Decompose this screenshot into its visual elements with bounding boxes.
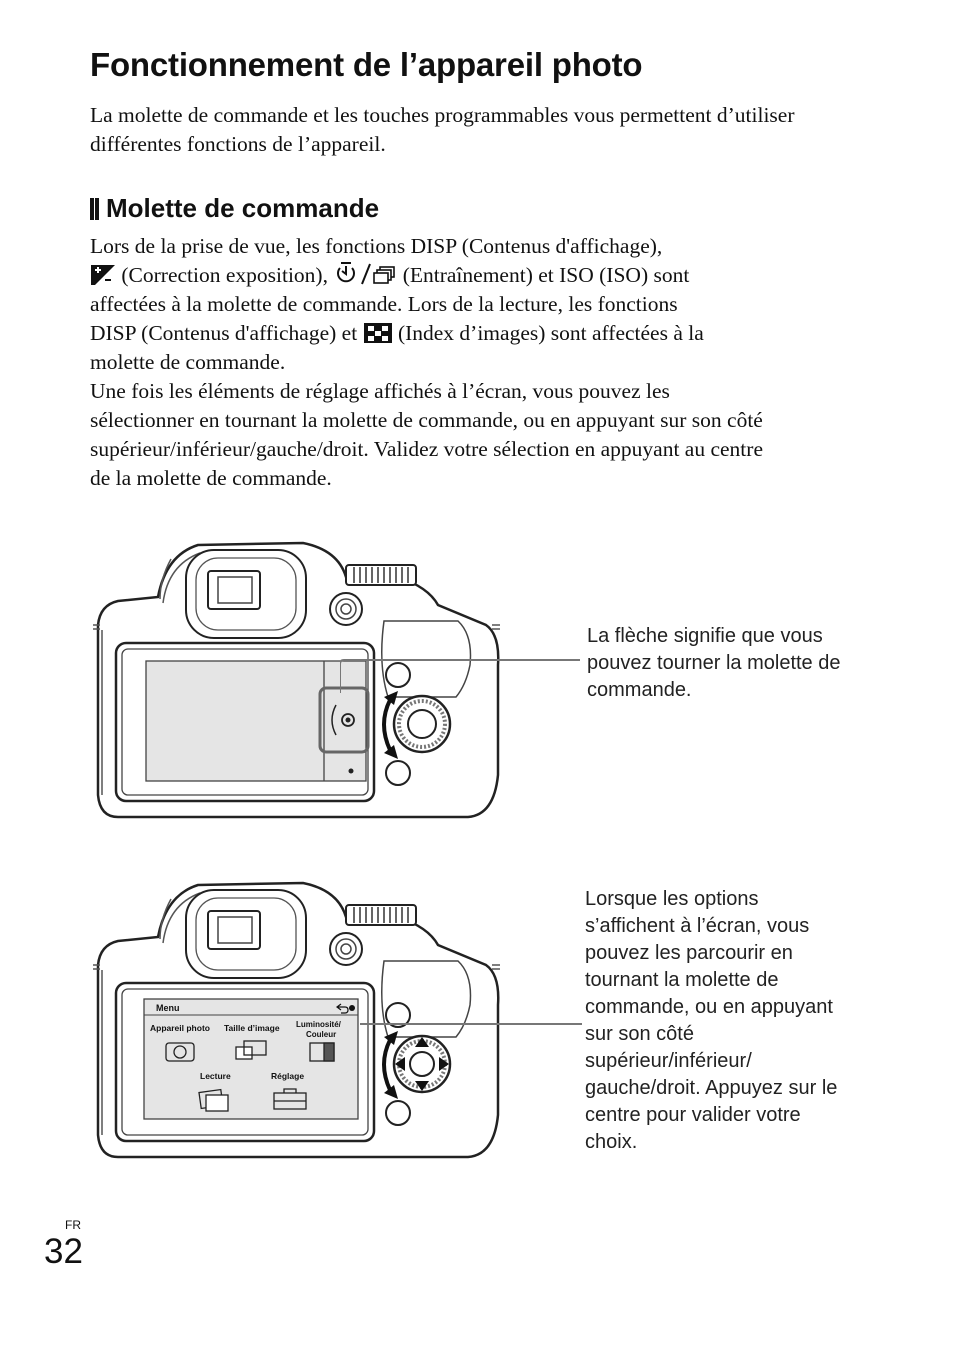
body-line-icons: (Correction exposition), (Entraînement) …	[90, 261, 850, 290]
body-line: de la molette de commande.	[90, 466, 332, 490]
menu-item-camera: Appareil photo	[150, 1023, 210, 1033]
continuous-drive-icon	[373, 266, 396, 284]
body-line-icons: DISP (Contenus d'affichage) et (Index d’…	[90, 319, 850, 348]
body-paragraph: Lors de la prise de vue, les fonctions D…	[90, 232, 850, 493]
body-text: (Index d’images) sont affectées à la	[397, 321, 704, 345]
exposure-compensation-icon	[91, 265, 115, 285]
body-line: Une fois les éléments de réglage affiché…	[90, 379, 670, 403]
body-line: Lors de la prise de vue, les fonctions D…	[90, 234, 663, 258]
body-text: (Entraînement) et ISO (ISO) sont	[402, 263, 690, 287]
menu-item-setup: Réglage	[271, 1071, 304, 1081]
menu-item-brightness: Luminosité/	[296, 1020, 342, 1029]
section-marker-icon	[90, 197, 99, 220]
menu-item-image-size: Taille d’image	[224, 1023, 280, 1033]
camera-back-illustration-2: Menu Appareil photo Taille d’image Lumin…	[93, 881, 500, 1159]
callout-line-2	[360, 1023, 582, 1025]
self-timer-icon	[337, 262, 356, 283]
page-number: 32	[44, 1232, 83, 1271]
intro-paragraph: La molette de commande et les touches pr…	[90, 103, 795, 156]
menu-header: Menu	[156, 1003, 180, 1013]
image-index-icon	[363, 323, 392, 343]
slash-separator-icon	[361, 263, 372, 285]
callout-text-2: Lorsque les options s’affichent à l’écra…	[585, 888, 838, 1153]
body-line: molette de commande.	[90, 350, 286, 374]
page-title: Fonctionnement de l’appareil photo	[90, 46, 643, 83]
section-heading: Molette de commande	[90, 193, 379, 224]
callout-line-1	[340, 659, 580, 693]
camera-back-illustration-1	[93, 541, 500, 819]
menu-item-color: Couleur	[306, 1030, 336, 1039]
body-text: DISP (Contenus d'affichage) et	[90, 321, 358, 345]
body-line: supérieur/inférieur/gauche/droit. Valide…	[90, 437, 763, 461]
body-text: (Correction exposition),	[121, 263, 328, 287]
section-heading-text: Molette de commande	[106, 193, 380, 223]
body-line: sélectionner en tournant la molette de c…	[90, 408, 763, 432]
callout-text-1: La flèche signifie que vous pouvez tourn…	[587, 625, 841, 701]
body-line: affectées à la molette de commande. Lors…	[90, 292, 678, 316]
language-label: FR	[65, 1218, 81, 1232]
menu-item-playback: Lecture	[200, 1071, 231, 1081]
camera-menu-icon	[165, 1042, 195, 1062]
